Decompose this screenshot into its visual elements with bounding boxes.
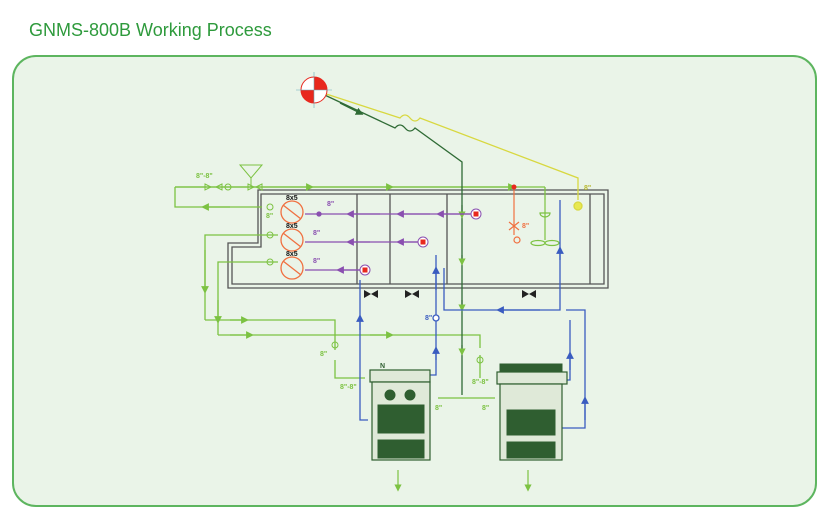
tank-valves [364, 290, 536, 298]
label-pump-3: 8x5 [286, 251, 298, 258]
suction-heads [359, 208, 482, 276]
suction-lines [305, 210, 472, 274]
label-size: 8" [266, 213, 273, 220]
flare-icon [296, 72, 332, 108]
label-n: N [380, 363, 385, 370]
label-size: 8" [320, 351, 327, 358]
return-line [313, 89, 463, 395]
size-labels: 8"-8" 8x5 8x5 8x5 8" 8" 8" 8" 8" 8" 8" 8… [196, 173, 591, 412]
shale-shaker-right [496, 363, 568, 461]
label-pump-2: 8x5 [286, 223, 298, 230]
label-size: 8" [327, 201, 334, 208]
outlet-arrows [394, 470, 532, 492]
agitator [508, 184, 560, 247]
label-size: 8" [313, 258, 320, 265]
shale-shaker-left [369, 369, 431, 461]
mud-tank [227, 189, 609, 289]
label-inlet: 8"-8" [196, 173, 213, 180]
discharge-lines [356, 200, 589, 429]
page-title: GNMS-800B Working Process [29, 20, 272, 40]
label-size: 8"-8" [340, 384, 357, 391]
label-size: 8"-8" [472, 379, 489, 386]
label-size: 8" [482, 405, 489, 412]
label-size: 8" [435, 405, 442, 412]
label-size: 8" [584, 185, 591, 192]
label-size: 8" [313, 230, 320, 237]
centrifugal-pumps [280, 200, 304, 280]
label-pump-1: 8x5 [286, 195, 298, 202]
supply-lines [174, 183, 546, 399]
label-size: 8" [522, 223, 529, 230]
label-size: 8" [425, 315, 432, 322]
vent-line [313, 89, 583, 211]
inlet-valves [204, 164, 484, 364]
